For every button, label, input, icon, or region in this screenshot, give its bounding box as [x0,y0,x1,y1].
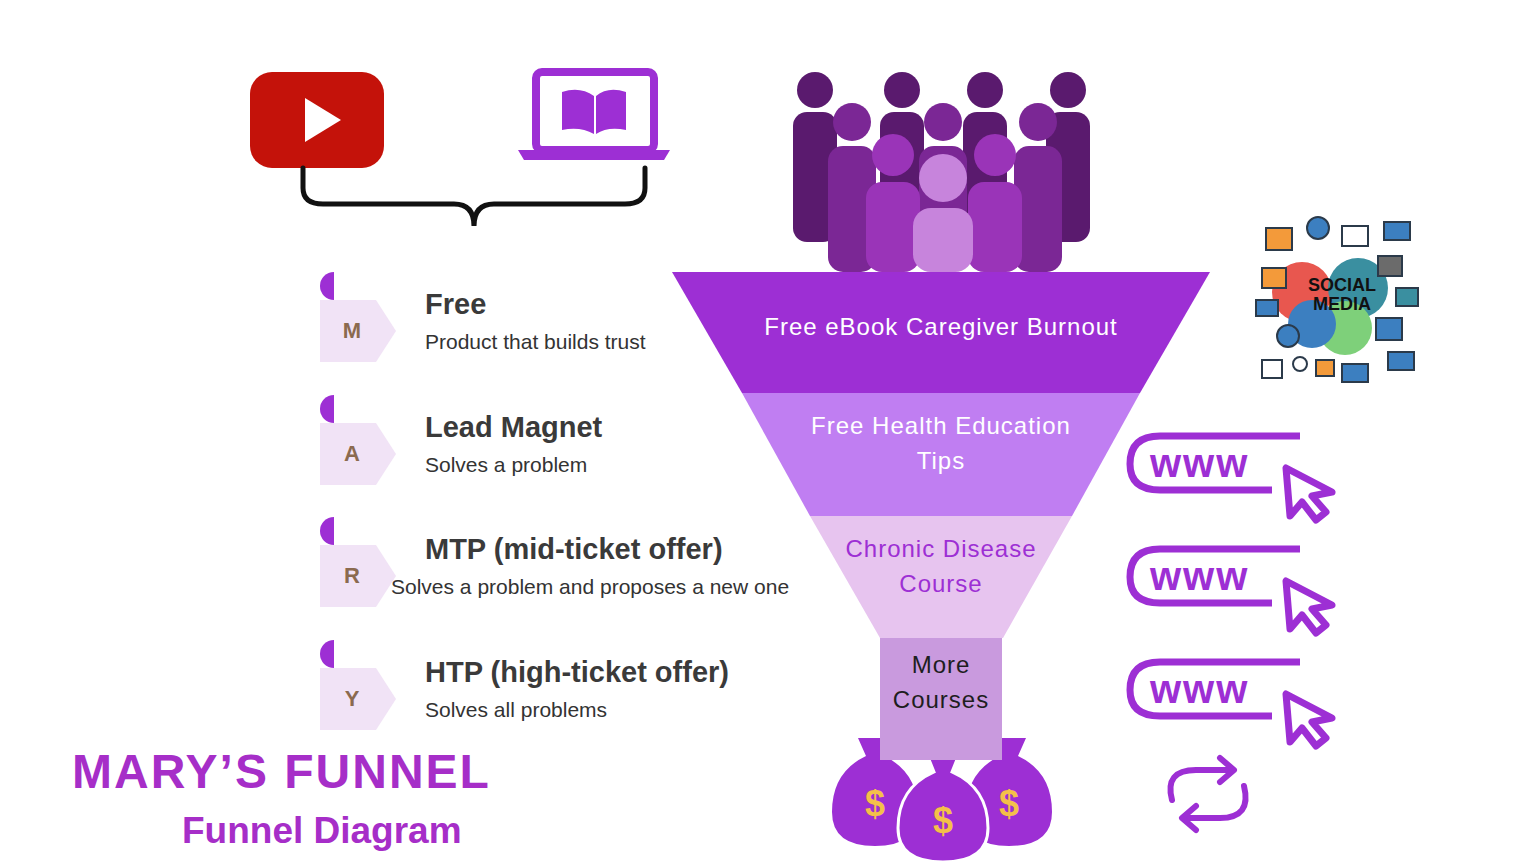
tag-shape [320,640,400,732]
band-text: Free eBook Caregiver Burnout [721,310,1161,345]
tag-body [320,545,396,607]
step-letter: A [320,423,384,485]
step-description: Solves all problems [425,698,607,722]
band-fill [810,516,1072,638]
step-heading: HTP (high-ticket offer) [425,656,729,689]
tag-tab [320,640,334,668]
step-letter: R [320,545,384,607]
tag-tab [320,517,334,545]
band-fill [672,272,1210,393]
dollar-sign: $ [923,800,963,842]
dollar-sign: $ [855,783,895,825]
www-buttons [1130,436,1332,746]
step-tag: Y HTP (high-ticket offer) Solves all probl… [320,640,840,732]
laptop-icon [518,72,670,160]
band-text: Chronic Disease Course [841,532,1041,602]
step-description: Solves a problem and proposes a new one [391,575,789,599]
www-text: www [1150,549,1249,603]
step-heading: Lead Magnet [425,411,602,444]
www-text: www [1150,436,1249,490]
youtube-icon [250,72,384,168]
www-text: www [1150,662,1249,716]
step-heading: MTP (mid-ticket offer) [425,533,723,566]
tag-tab [320,272,334,300]
tag-shape [320,517,400,609]
social-media-text: SOCIAL MEDIA [1290,276,1394,314]
diagram-caption: Funnel Diagram [182,810,462,852]
tag-shape [320,395,400,487]
step-letter: M [320,300,384,362]
funnel-band: Chronic Disease Course [810,516,1072,638]
step-description: Product that builds trust [425,330,646,354]
funnel-band: Free eBook Caregiver Burnout [672,272,1210,393]
band-text: More Courses [885,648,997,718]
funnel-band: Free Health Education Tips [742,393,1140,516]
dollar-sign: $ [989,783,1029,825]
tag-body [320,300,396,362]
tag-tab [320,395,334,423]
band-fill [880,638,1002,760]
people-group [793,72,1090,272]
repeat-icon [1170,758,1245,830]
brace [303,168,645,226]
tag-body [320,668,396,730]
step-heading: Free [425,288,486,321]
step-tag: R MTP (mid-ticket offer) Solves a problem … [320,517,840,609]
band-fill [742,393,1140,516]
funnel-band: More Courses [880,638,1002,760]
band-text: Free Health Education Tips [801,409,1081,479]
diagram-title: MARY’S FUNNEL [72,744,491,799]
tag-body [320,423,396,485]
social-media-icon [1256,217,1418,382]
step-letter: Y [320,668,384,730]
step-description: Solves a problem [425,453,587,477]
